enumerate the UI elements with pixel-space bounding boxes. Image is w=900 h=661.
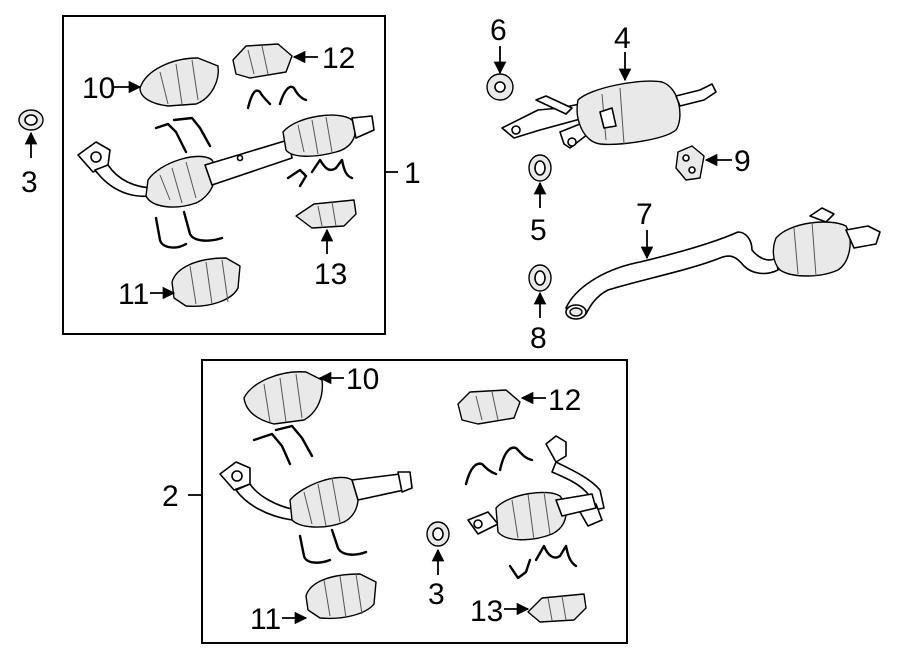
callout-3-left: 3 (21, 166, 38, 199)
heat-shield-10-upper (139, 57, 219, 107)
callout-3-lower: 3 (428, 578, 445, 611)
callout-12-upper: 12 (322, 42, 355, 75)
callout-12-lower: 12 (548, 384, 581, 417)
assembly-1-frame (62, 15, 386, 335)
callout-2: 2 (162, 480, 179, 513)
callout-1: 1 (404, 157, 421, 190)
heat-shield-11-lower (305, 573, 377, 620)
callout-5: 5 (530, 214, 547, 247)
assembly-2-frame (201, 359, 628, 644)
converter-assembly-1 (77, 114, 375, 208)
tailpipe-7 (565, 207, 881, 320)
callout-10-upper: 10 (82, 72, 115, 105)
callout-13-lower: 13 (470, 595, 503, 628)
callout-11-upper: 11 (118, 278, 149, 311)
gasket-5 (528, 154, 552, 182)
callout-8: 8 (530, 322, 547, 355)
heat-shield-13-lower (527, 593, 587, 623)
heat-shield-12-lower (457, 389, 521, 425)
heat-shield-12-upper (232, 43, 293, 79)
callout-10-lower: 10 (346, 363, 379, 396)
callout-13-upper: 13 (314, 258, 347, 291)
clamps-box-2-left (252, 424, 368, 564)
gasket-8 (528, 264, 552, 292)
converter-assembly-2-left (219, 461, 413, 528)
clamps-box-1 (154, 85, 354, 249)
hanger-6 (486, 73, 514, 101)
hanger-9 (675, 145, 705, 181)
converter-assembly-2-right (467, 435, 605, 541)
callout-4: 4 (614, 22, 631, 55)
heat-shield-13-upper (295, 199, 357, 229)
callout-6: 6 (490, 14, 507, 47)
gasket-3-left (18, 109, 44, 131)
muffler-4 (501, 80, 717, 149)
callout-11-lower: 11 (250, 603, 281, 636)
heat-shield-11-upper (171, 257, 241, 307)
heat-shield-10-lower (243, 371, 324, 425)
callout-7: 7 (636, 198, 653, 231)
gasket-3-lower (426, 521, 450, 547)
callout-9: 9 (734, 145, 751, 178)
clamps-box-2-right (464, 446, 578, 580)
